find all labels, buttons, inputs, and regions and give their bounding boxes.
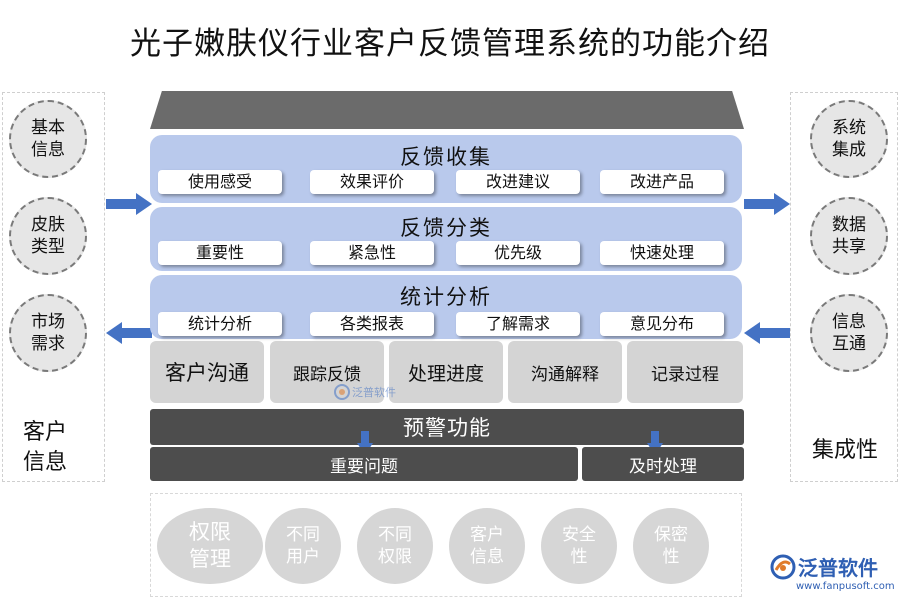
arrow-right-out-icon	[744, 193, 790, 215]
left-circle-skin-type: 皮肤类型	[9, 197, 87, 275]
permissions-panel	[150, 493, 742, 597]
feature-pill: 使用感受	[158, 170, 282, 194]
circle-text-line: 用户	[286, 547, 320, 567]
circle-text-line: 性	[662, 547, 680, 567]
feature-pill: 效果评价	[310, 170, 434, 194]
feature-pill: 各类报表	[310, 312, 434, 336]
permission-item-circle: 客户信息	[449, 508, 525, 584]
circle-text-line: 权限	[189, 520, 231, 544]
circle-text-line: 信息	[31, 140, 65, 160]
circle-text-line: 安全	[562, 525, 596, 545]
circle-text-line: 不同	[286, 525, 320, 545]
brand-logo-name: 泛普软件	[798, 556, 878, 580]
communication-item: 处理进度	[389, 341, 503, 403]
circle-text-line: 市场	[31, 312, 65, 332]
arrow-left-out-icon	[106, 322, 152, 344]
circle-text-line: 保密	[654, 525, 688, 545]
circle-text-line: 皮肤	[31, 215, 65, 235]
feature-pill: 改进建议	[456, 170, 580, 194]
right-panel	[790, 92, 898, 482]
feature-pill: 改进产品	[600, 170, 724, 194]
watermark-logo-icon	[334, 384, 350, 400]
permission-item-circle: 不同用户	[265, 508, 341, 584]
feature-pill: 紧急性	[310, 241, 434, 265]
band-title: 反馈分类	[400, 216, 492, 240]
circle-text-line: 客户	[470, 525, 504, 545]
right-panel-label: 集成性	[811, 438, 878, 463]
alert-function-bar: 预警功能	[150, 409, 744, 445]
right-circle-info-exchange: 信息互通	[810, 294, 888, 372]
permission-item-circle: 不同权限	[357, 508, 433, 584]
permission-item-circle: 安全性	[541, 508, 617, 584]
timely-handling-bar: 及时处理	[582, 447, 744, 481]
circle-text-line: 系统	[832, 118, 866, 138]
circle-text-line: 数据	[832, 215, 866, 235]
page-title: 光子嫩肤仪行业客户反馈管理系统的功能介绍	[130, 26, 770, 62]
left-panel	[2, 92, 105, 482]
circle-text-line: 集成	[832, 140, 866, 160]
feature-pill: 意见分布	[600, 312, 724, 336]
left-panel-label: 客户 信息	[5, 418, 85, 478]
circle-text-line: 需求	[31, 334, 65, 354]
permission-management-circle: 权限管理	[157, 508, 263, 584]
left-circle-basic-info: 基本信息	[9, 100, 87, 178]
circle-text-line: 权限	[378, 547, 412, 567]
brand-logo: 泛普软件 www.fanpusoft.com	[770, 552, 896, 596]
circle-text-line: 管理	[189, 547, 231, 571]
brand-logo-url: www.fanpusoft.com	[796, 581, 895, 592]
band-title: 反馈收集	[400, 145, 492, 169]
arrow-left-in-icon	[744, 322, 790, 344]
left-circle-market-demand: 市场需求	[9, 294, 87, 372]
arrow-right-in-icon	[106, 193, 152, 215]
right-circle-system-integration: 系统集成	[810, 100, 888, 178]
communication-item: 记录过程	[627, 341, 743, 403]
important-issues-bar: 重要问题	[150, 447, 578, 481]
circle-text-line: 类型	[31, 237, 65, 257]
feature-pill: 重要性	[158, 241, 282, 265]
watermark: 泛普软件	[334, 384, 396, 400]
communication-item: 跟踪反馈	[270, 341, 384, 403]
feature-pill: 快速处理	[600, 241, 724, 265]
watermark-text: 泛普软件	[352, 386, 396, 399]
circle-text-line: 性	[570, 547, 588, 567]
circle-text-line: 共享	[832, 237, 866, 257]
right-circle-data-sharing: 数据共享	[810, 197, 888, 275]
circle-text-line: 不同	[378, 525, 412, 545]
brand-logo-icon	[770, 554, 796, 580]
label-line: 信息	[22, 450, 67, 475]
label-line: 客户	[22, 420, 67, 445]
permission-item-circle: 保密性	[633, 508, 709, 584]
feature-pill: 统计分析	[158, 312, 282, 336]
feature-pill: 优先级	[456, 241, 580, 265]
header-roof	[150, 91, 744, 129]
customer-communication-box: 客户沟通	[150, 341, 264, 403]
circle-text-line: 信息	[470, 547, 504, 567]
band-title: 统计分析	[400, 285, 492, 309]
feature-pill: 了解需求	[456, 312, 580, 336]
circle-text-line: 互通	[832, 334, 866, 354]
circle-text-line: 信息	[832, 312, 866, 332]
circle-text-line: 基本	[31, 118, 65, 138]
communication-item: 沟通解释	[508, 341, 622, 403]
